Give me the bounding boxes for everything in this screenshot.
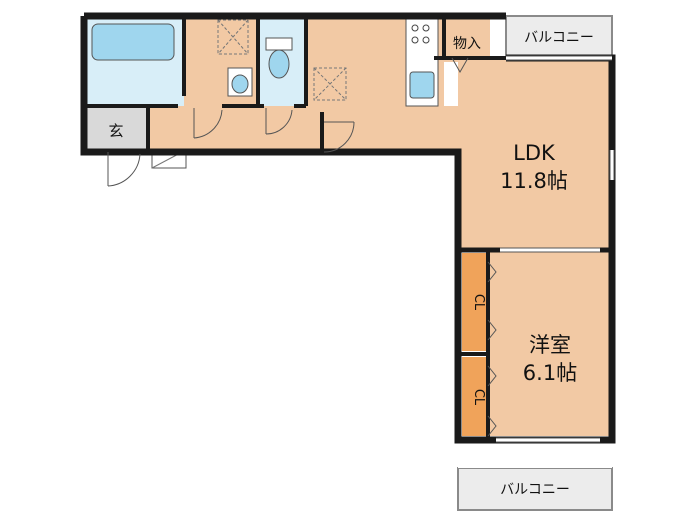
storage-floor (444, 16, 490, 62)
closet-lower-label: CL (471, 389, 486, 406)
ldk-floor (458, 60, 612, 250)
entrance-label: 玄 (108, 122, 123, 140)
kitchen-counter (405, 17, 439, 107)
windows (496, 56, 614, 442)
balcony-top-label: バルコニー (524, 30, 594, 46)
door-washroom (193, 108, 223, 139)
entrance-floor (84, 108, 148, 150)
closet-lower (462, 357, 488, 436)
bedroom-name-label: 洋室 (529, 333, 571, 357)
ldk-size-label: 11.8帖 (500, 169, 568, 193)
door-closet-upper (487, 261, 497, 341)
window-frames (496, 55, 615, 443)
corridor-floor (148, 106, 458, 152)
toilet (265, 37, 293, 79)
bedroom-size-label: 6.1帖 (523, 361, 577, 385)
kitchen-fridge-space (313, 67, 347, 101)
closet-upper (462, 253, 488, 351)
door-toilet (265, 108, 293, 135)
washbasin (227, 67, 253, 97)
door-storage (451, 57, 469, 74)
door-entrance (107, 152, 141, 187)
closet-upper-label: CL (471, 294, 486, 311)
washroom-washer (217, 19, 249, 55)
bedroom-floor (488, 250, 612, 436)
balcony-bottom (457, 467, 613, 511)
balcony-top (505, 15, 613, 59)
balcony-bottom-label: バルコニー (500, 482, 570, 498)
door-closet-lower (487, 365, 497, 437)
balcony-bottom-gap (458, 440, 612, 468)
storage-label: 物入 (453, 36, 481, 52)
doors (107, 57, 497, 437)
door-ldk (323, 121, 355, 153)
ldk-name-label: LDK (513, 141, 556, 165)
bathtub (91, 23, 175, 61)
